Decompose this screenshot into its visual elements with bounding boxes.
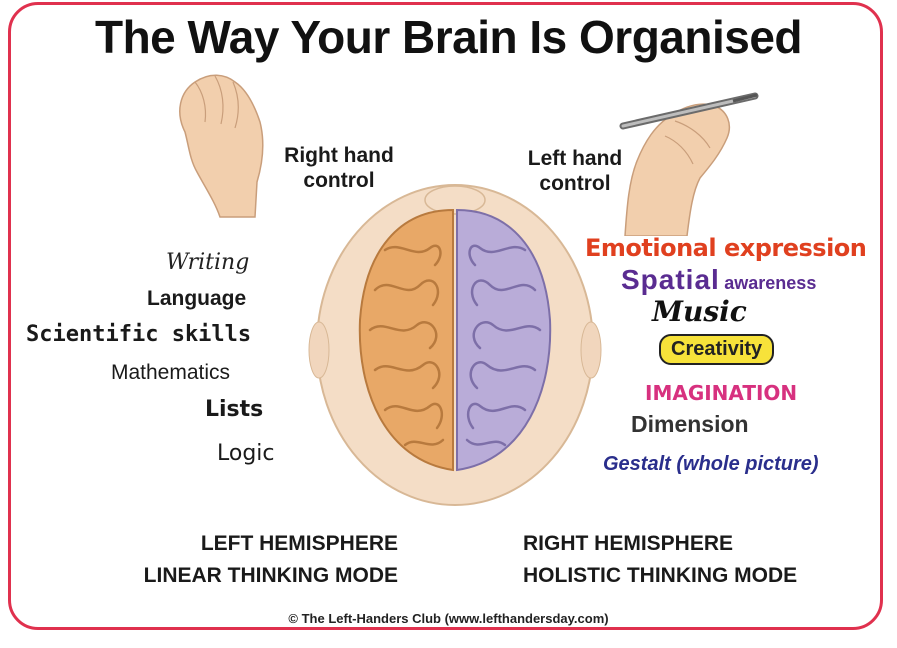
- right-hand-illustration: [179, 74, 264, 218]
- skill-writing: Writing: [166, 250, 250, 275]
- right-hemisphere-caption: RIGHT HEMISPHERE HOLISTIC THINKING MODE: [523, 532, 798, 587]
- page-border: [8, 2, 883, 630]
- skill-mathematics: Mathematics: [111, 361, 231, 384]
- skill-emotional-expression: Emotional expression: [585, 234, 867, 262]
- skill-gestalt: Gestalt (whole picture): [603, 453, 819, 475]
- page-title: The Way Your Brain Is Organised: [94, 11, 803, 63]
- brain-illustration: [308, 184, 602, 506]
- right-hand-control-label: Right hand control: [284, 144, 394, 192]
- skill-imagination: IMAGINATION: [645, 381, 798, 405]
- skill-logic: Logic: [217, 441, 275, 466]
- left-hemisphere-caption: LEFT HEMISPHERE LINEAR THINKING MODE: [143, 532, 398, 587]
- left-hand-with-pen-illustration: [619, 92, 759, 236]
- skill-lists: Lists: [205, 397, 264, 422]
- copyright-notice: © The Left-Handers Club (www.lefthanders…: [288, 611, 609, 626]
- skill-scientific-skills: Scientific skills: [26, 322, 252, 347]
- skill-creativity: Creativity: [659, 334, 775, 365]
- skill-spatial-awareness: Spatial awareness: [621, 264, 817, 295]
- skill-dimension: Dimension: [631, 411, 749, 437]
- left-hand-control-label: Left hand control: [527, 147, 623, 195]
- skill-music: Music: [652, 295, 747, 328]
- skill-language: Language: [147, 287, 247, 310]
